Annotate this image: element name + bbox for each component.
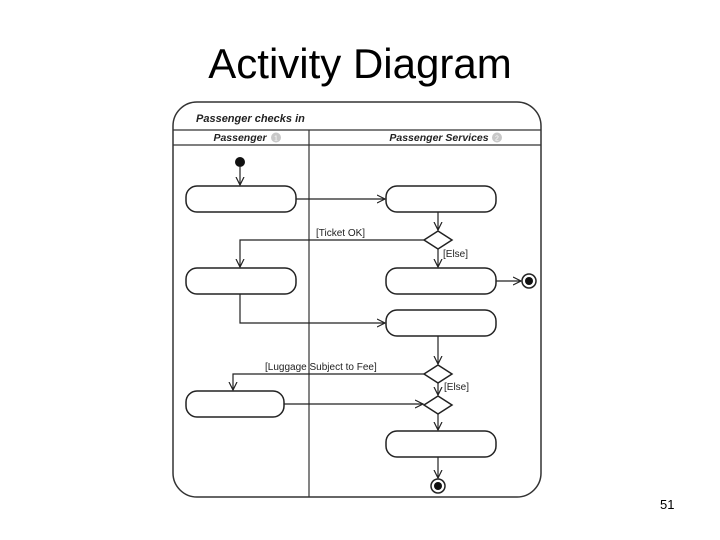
flow-luggage-fee xyxy=(233,373,424,390)
action-node-passenger-1 xyxy=(185,185,297,213)
lane-number-2: 2 xyxy=(495,136,499,143)
lane-number-1: 1 xyxy=(274,136,278,143)
action-node-services-2 xyxy=(385,267,497,295)
action-node-services-1 xyxy=(385,185,497,213)
initial-node xyxy=(235,157,245,167)
lane-number-badge-2 xyxy=(492,132,502,143)
flow-ticket-ok xyxy=(240,239,424,267)
frame-title: Passenger checks in xyxy=(196,113,305,125)
guard-ticket-ok: [Ticket OK] xyxy=(316,228,365,239)
action-node-passenger-3 xyxy=(185,390,285,418)
guard-else-1: [Else] xyxy=(443,249,468,260)
page-number: 51 xyxy=(660,497,675,512)
action-node-services-4 xyxy=(385,430,497,458)
lane-number-badge-1 xyxy=(271,132,281,143)
guard-luggage-fee: [Luggage Subject to Fee] xyxy=(265,362,377,373)
flow-passenger-2-to-services-3 xyxy=(239,294,385,323)
guard-else-2: [Else] xyxy=(444,382,469,393)
action-node-services-3 xyxy=(385,309,497,337)
slide-title: Activity Diagram xyxy=(208,40,512,87)
lane-header-passenger-services: Passenger Services xyxy=(389,132,488,144)
final-node-right-core xyxy=(525,277,533,285)
final-node-bottom-core xyxy=(434,482,442,490)
lane-header-passenger: Passenger xyxy=(213,132,267,144)
action-node-passenger-2 xyxy=(185,267,297,295)
